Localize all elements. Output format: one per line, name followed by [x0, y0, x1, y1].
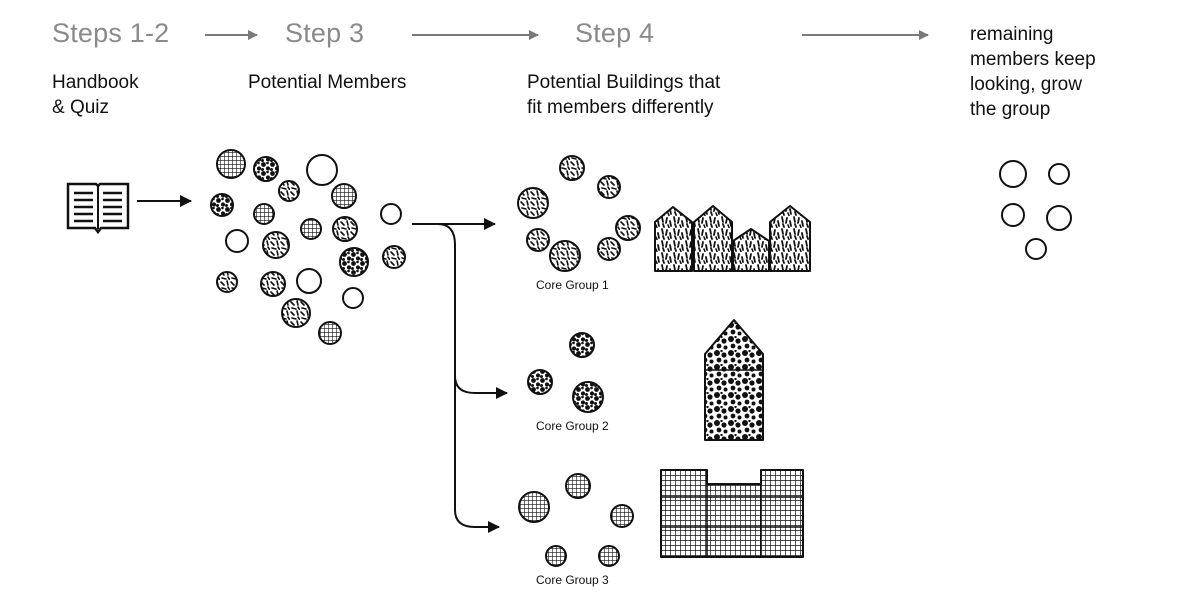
member-circle [565, 473, 591, 499]
member-circle [1046, 205, 1072, 231]
member-circle [216, 149, 246, 179]
member-circle [615, 215, 641, 241]
description-line: remaining [970, 24, 1054, 45]
member-circle [559, 155, 585, 181]
member-circle [526, 228, 550, 252]
building-3 [660, 469, 804, 558]
description-line: Handbook [52, 72, 139, 93]
member-circle [518, 491, 550, 523]
step-4-description: Potential Buildings that fit members dif… [527, 70, 720, 120]
member-circle [1025, 238, 1047, 260]
building-2 [704, 319, 764, 441]
core-group-2 [527, 332, 604, 413]
description-line: looking, grow [970, 74, 1082, 95]
member-circle [569, 332, 595, 358]
branch-arrows [412, 218, 508, 533]
member-circle [296, 268, 322, 294]
description-line: members keep [970, 49, 1096, 70]
member-circle [225, 229, 249, 253]
core-group-3 [518, 473, 634, 567]
member-circle [278, 180, 300, 202]
member-circle [306, 154, 338, 186]
remaining-members [999, 160, 1072, 260]
member-circle [331, 183, 357, 209]
description-line: fit members differently [527, 97, 714, 118]
description-line: & Quiz [52, 97, 110, 118]
core-group-1 [517, 155, 641, 272]
member-circle [1048, 163, 1070, 185]
member-circle [300, 218, 322, 240]
member-circle [260, 271, 286, 297]
step-1-2-description: Handbook & Quiz [52, 70, 139, 120]
step-3-title: Step 3 [285, 18, 365, 48]
description-line: Potential Members [248, 72, 407, 93]
member-circle [380, 203, 402, 225]
member-circle [253, 203, 275, 225]
member-circle [517, 187, 549, 219]
step-3-description: Potential Members [248, 70, 406, 95]
final-step-description: remaining members keep looking, grow the… [970, 22, 1096, 122]
member-circle [527, 369, 553, 395]
core-group-1-label: Core Group 1 [536, 278, 609, 292]
member-circle [318, 321, 342, 345]
member-circle [253, 156, 279, 182]
member-circle [597, 175, 621, 199]
description-line: the group [970, 99, 1051, 120]
member-circle [545, 545, 567, 567]
step-4-title: Step 4 [575, 18, 655, 48]
member-circle [342, 287, 364, 309]
member-circle [572, 381, 604, 413]
potential-members [210, 149, 406, 345]
core-group-3-label: Core Group 3 [536, 573, 609, 587]
step-1-2-title: Steps 1-2 [52, 18, 170, 48]
member-circle [597, 237, 621, 261]
member-circle [262, 231, 290, 259]
member-circle [549, 240, 581, 272]
description-line: Potential Buildings that [527, 72, 721, 93]
member-circle [610, 504, 634, 528]
member-circle [216, 271, 238, 293]
member-circle [339, 247, 369, 277]
member-circle [999, 160, 1027, 188]
member-circle [210, 193, 234, 217]
open-book-icon [66, 182, 130, 235]
member-circle [281, 298, 311, 328]
member-circle [1001, 203, 1025, 227]
member-circle [382, 245, 406, 269]
core-group-2-label: Core Group 2 [536, 419, 609, 433]
member-circle [598, 545, 620, 567]
building-1 [654, 205, 811, 272]
member-circle [332, 216, 358, 242]
